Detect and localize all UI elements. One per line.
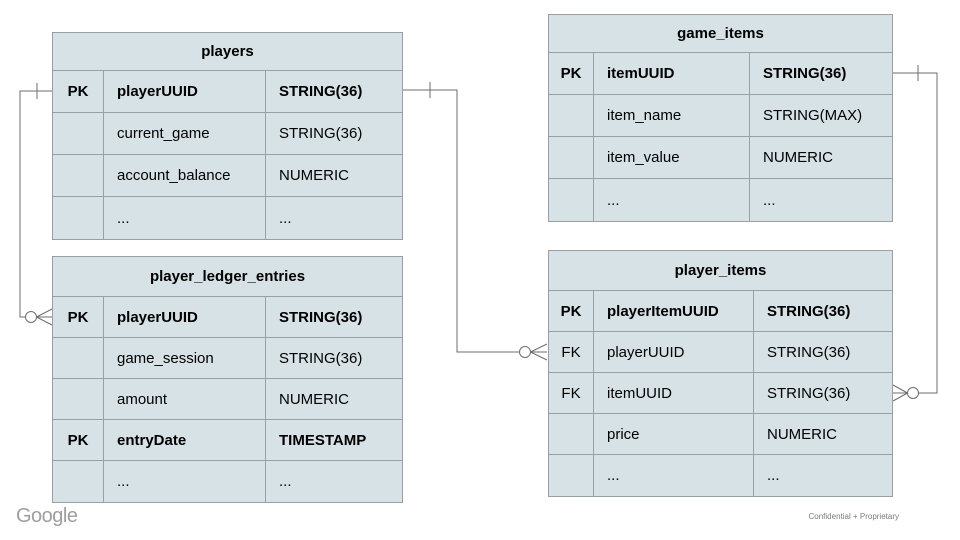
table-title: game_items — [549, 15, 892, 53]
table-row: FK playerUUID STRING(36) — [549, 332, 892, 373]
column-type-cell: NUMERIC — [767, 425, 837, 443]
column-type-cell: ... — [279, 473, 292, 490]
table-title: player_items — [549, 251, 892, 291]
relationship-players-playeritems — [403, 82, 548, 361]
column-type-cell: NUMERIC — [279, 167, 349, 184]
entity-table-player-items: player_items PK playerItemUUID STRING(36… — [548, 250, 893, 497]
table-row: current_game STRING(36) — [53, 113, 402, 155]
key-cell — [549, 455, 594, 496]
column-type-cell: TIMESTAMP — [279, 431, 367, 449]
column-name-cell: playerUUID — [104, 297, 266, 337]
column-type-cell: STRING(36) — [279, 83, 363, 100]
column-type-cell: ... — [279, 209, 292, 227]
column-type-cell: NUMERIC — [279, 390, 349, 408]
table-title: players — [53, 33, 402, 71]
crow-foot-icon — [36, 308, 53, 318]
column-name-cell: ... — [594, 455, 754, 496]
column-name-cell: itemUUID — [594, 373, 754, 413]
table-row: PK playerItemUUID STRING(36) — [549, 291, 892, 332]
column-name-cell: playerItemUUID — [594, 291, 754, 331]
key-cell — [53, 197, 104, 239]
column-name-cell: playerUUID — [104, 71, 266, 112]
zero-circle-icon — [519, 346, 531, 358]
column-name-cell: item_value — [594, 137, 750, 178]
key-cell — [53, 379, 104, 419]
key-cell: PK — [53, 297, 104, 337]
table-row: ... ... — [53, 197, 402, 239]
key-cell — [549, 179, 594, 221]
column-type-cell: ... — [767, 467, 780, 484]
key-cell: PK — [549, 291, 594, 331]
table-row: FK itemUUID STRING(36) — [549, 373, 892, 414]
table-row: ... ... — [549, 455, 892, 496]
key-cell — [53, 155, 104, 196]
column-name-cell: current_game — [104, 113, 266, 154]
column-type-cell: ... — [763, 191, 776, 209]
google-logo: Google — [16, 505, 78, 527]
column-type-cell: STRING(36) — [279, 349, 363, 367]
table-row: PK entryDate TIMESTAMP — [53, 420, 402, 461]
column-name-cell: ... — [104, 197, 266, 239]
column-type-cell: STRING(36) — [279, 125, 363, 142]
column-name-cell: ... — [594, 179, 750, 221]
key-cell: FK — [549, 373, 594, 413]
table-row: game_session STRING(36) — [53, 338, 402, 379]
table-row: item_name STRING(MAX) — [549, 95, 892, 137]
column-name-cell: item_name — [594, 95, 750, 136]
crow-foot-icon — [892, 384, 908, 394]
table-row: account_balance NUMERIC — [53, 155, 402, 197]
entity-table-player-ledger-entries: player_ledger_entries PK playerUUID STRI… — [52, 256, 403, 503]
column-type-cell: NUMERIC — [763, 149, 833, 166]
column-type-cell: STRING(MAX) — [763, 107, 863, 124]
column-type-cell: STRING(36) — [767, 384, 851, 402]
table-row: amount NUMERIC — [53, 379, 402, 420]
zero-circle-icon — [907, 387, 919, 399]
entity-table-game-items: game_items PK itemUUID STRING(36) item_n… — [548, 14, 893, 222]
relationship-gameitems-playeritems — [892, 65, 938, 402]
column-type-cell: STRING(36) — [767, 302, 851, 320]
relationship-players-ledger — [19, 83, 53, 326]
key-cell — [53, 338, 104, 378]
key-cell: PK — [549, 53, 594, 94]
key-cell — [53, 461, 104, 502]
table-title: player_ledger_entries — [53, 257, 402, 297]
table-row: ... ... — [53, 461, 402, 502]
entity-table-players: players PK playerUUID STRING(36) current… — [52, 32, 403, 240]
column-name-cell: account_balance — [104, 155, 266, 196]
table-row: item_value NUMERIC — [549, 137, 892, 179]
column-name-cell: ... — [104, 461, 266, 502]
key-cell: PK — [53, 420, 104, 460]
key-cell — [549, 414, 594, 454]
column-type-cell: STRING(36) — [279, 308, 363, 326]
table-row: PK playerUUID STRING(36) — [53, 297, 402, 338]
table-row: price NUMERIC — [549, 414, 892, 455]
zero-circle-icon — [25, 311, 37, 323]
column-type-cell: STRING(36) — [767, 343, 851, 361]
key-cell — [549, 137, 594, 178]
key-cell — [549, 95, 594, 136]
column-name-cell: itemUUID — [594, 53, 750, 94]
column-name-cell: entryDate — [104, 420, 266, 460]
table-row: PK playerUUID STRING(36) — [53, 71, 402, 113]
key-cell: PK — [53, 71, 104, 112]
crow-foot-icon — [530, 343, 548, 353]
table-row: PK itemUUID STRING(36) — [549, 53, 892, 95]
column-type-cell: STRING(36) — [763, 65, 847, 82]
key-cell: FK — [549, 332, 594, 372]
table-row: ... ... — [549, 179, 892, 221]
column-name-cell: price — [594, 414, 754, 454]
key-cell — [53, 113, 104, 154]
column-name-cell: game_session — [104, 338, 266, 378]
confidential-note: Confidential + Proprietary — [808, 512, 900, 521]
column-name-cell: amount — [104, 379, 266, 419]
column-name-cell: playerUUID — [594, 332, 754, 372]
